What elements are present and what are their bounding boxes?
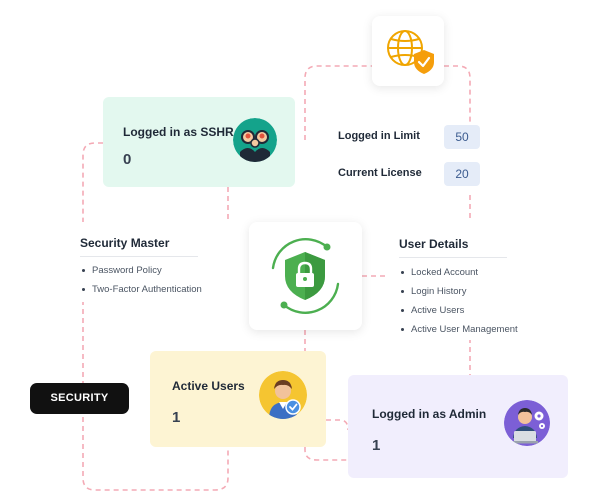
user-details-list: Locked Account Login History Active User…	[399, 263, 518, 339]
security-master-item[interactable]: Two-Factor Authentication	[80, 280, 202, 299]
security-master-panel: Security Master Password Policy Two-Fact…	[68, 222, 248, 302]
active-users-count: 1	[172, 409, 181, 426]
security-master-title: Security Master	[80, 236, 170, 250]
verified-user-avatar-icon	[259, 371, 307, 419]
user-details-panel: User Details Locked Account Login Histor…	[388, 222, 548, 340]
globe-tile	[372, 16, 444, 86]
security-badge[interactable]: SECURITY	[30, 383, 129, 414]
user-details-item[interactable]: Active Users	[399, 301, 518, 320]
sshr-login-card[interactable]: Logged in as SSHR 0	[103, 97, 295, 187]
admin-laptop-avatar-icon	[504, 400, 550, 446]
security-master-list: Password Policy Two-Factor Authenticatio…	[80, 261, 202, 299]
user-details-title: User Details	[399, 237, 469, 251]
globe-shield-icon	[387, 30, 434, 74]
logged-in-limit-label: Logged in Limit	[338, 130, 420, 142]
user-details-item[interactable]: Active User Management	[399, 320, 518, 339]
admin-login-card[interactable]: Logged in as Admin 1	[348, 375, 568, 478]
security-master-item[interactable]: Password Policy	[80, 261, 202, 280]
active-users-title: Active Users	[172, 379, 245, 393]
current-license-value: 20	[444, 162, 480, 186]
logged-in-limit-value: 50	[444, 125, 480, 149]
user-details-divider	[399, 257, 507, 258]
group-avatar-icon	[233, 118, 277, 162]
sshr-card-count: 0	[123, 151, 132, 168]
current-license-label: Current License	[338, 167, 422, 179]
admin-card-count: 1	[372, 437, 381, 454]
security-master-divider	[80, 256, 198, 257]
shield-tile	[249, 222, 362, 330]
shield-lock-icon	[271, 238, 340, 314]
active-users-card[interactable]: Active Users 1	[150, 351, 326, 447]
user-details-item[interactable]: Locked Account	[399, 263, 518, 282]
sshr-card-title: Logged in as SSHR	[123, 125, 234, 139]
admin-card-title: Logged in as Admin	[372, 407, 487, 421]
user-details-item[interactable]: Login History	[399, 282, 518, 301]
